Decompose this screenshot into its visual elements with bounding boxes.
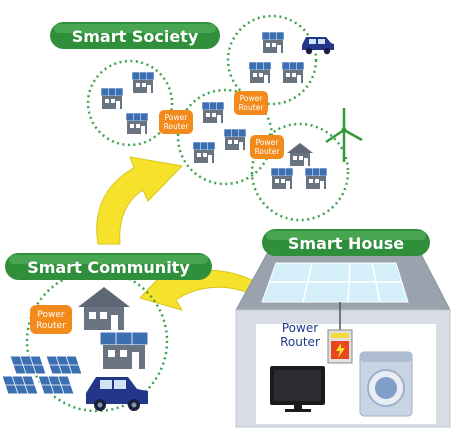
solar-house-icon	[125, 112, 149, 135]
svg-text:Router: Router	[239, 103, 265, 112]
svg-text:Power: Power	[37, 310, 65, 320]
svg-text:Power: Power	[165, 113, 189, 122]
smart-house-title: Smart House	[262, 229, 430, 256]
solar-house-icon	[261, 31, 285, 54]
society-circle-left	[86, 59, 174, 147]
power-router-badge: Power Router	[234, 91, 268, 115]
svg-text:Smart Society: Smart Society	[72, 27, 199, 46]
solar-house-icon	[248, 61, 272, 84]
arrow-community-to-society	[96, 156, 184, 245]
svg-text:Smart House: Smart House	[288, 234, 404, 253]
house-icon	[78, 287, 130, 330]
svg-text:Router: Router	[255, 147, 281, 156]
washing-machine-icon	[359, 351, 413, 417]
solar-house-icon	[223, 128, 247, 151]
solar-house-icon	[304, 167, 328, 190]
solar-house-icon	[100, 87, 124, 110]
svg-text:Router: Router	[280, 335, 320, 349]
solar-house-icon	[270, 167, 294, 190]
car-icon	[302, 37, 334, 55]
wind-turbine-icon	[325, 108, 363, 162]
solar-house-icon	[131, 71, 155, 94]
svg-text:Router: Router	[36, 321, 66, 331]
svg-text:Smart Community: Smart Community	[27, 258, 190, 277]
power-router-badge: Power Router	[30, 305, 72, 334]
car-icon	[86, 377, 148, 411]
house-icon	[287, 143, 313, 166]
power-router-badge: Power Router	[250, 135, 284, 159]
smart-society-title: Smart Society	[50, 22, 220, 49]
svg-text:Power: Power	[240, 94, 264, 103]
solar-panel-icon	[1, 355, 83, 395]
roof-solar-panel-icon	[261, 262, 409, 303]
power-router-device-icon	[327, 329, 353, 364]
tv-icon	[270, 366, 325, 412]
power-router-badge: Power Router	[159, 110, 193, 134]
solar-house-icon	[201, 101, 225, 124]
solar-house-icon	[99, 331, 149, 369]
svg-text:Power: Power	[282, 321, 318, 335]
smart-community-title: Smart Community	[5, 253, 212, 280]
svg-text:Router: Router	[164, 122, 190, 131]
society-circle-top	[226, 14, 318, 106]
solar-house-icon	[192, 141, 216, 164]
society-circle-right	[250, 122, 350, 222]
house-power-router-label: Power Router	[280, 321, 320, 349]
solar-house-icon	[281, 61, 305, 84]
community-circle	[25, 269, 169, 413]
svg-text:Power: Power	[256, 138, 280, 147]
